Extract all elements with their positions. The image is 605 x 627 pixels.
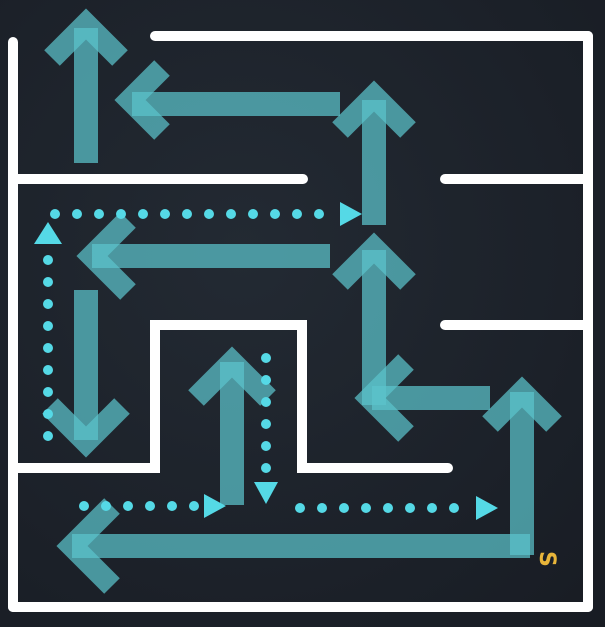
dotted-arrowhead-up-left [34,222,62,244]
maze-walls [8,31,593,612]
arrow-up-top-right [332,80,416,225]
start-marker: S [534,551,559,567]
arrow-up-top-left [44,8,128,163]
dotted-arrowhead-right-bottom-right [476,496,498,520]
arrow-down-left [42,290,130,458]
arrow-left-lower-right [354,354,490,442]
arrow-left-upper-middle [76,212,330,300]
wall-center-box [8,320,453,473]
dotted-arrowhead-down-center [254,482,278,504]
dotted-arrowhead-right-top [340,202,362,226]
arrow-left-bottom [56,498,530,594]
arrow-left-top [114,60,340,140]
arrow-up-center [188,346,276,505]
dotted-arrowhead-right-bottom-left [204,494,226,518]
arrow-up-bottom-right [482,376,562,555]
dotted-path [34,202,498,520]
